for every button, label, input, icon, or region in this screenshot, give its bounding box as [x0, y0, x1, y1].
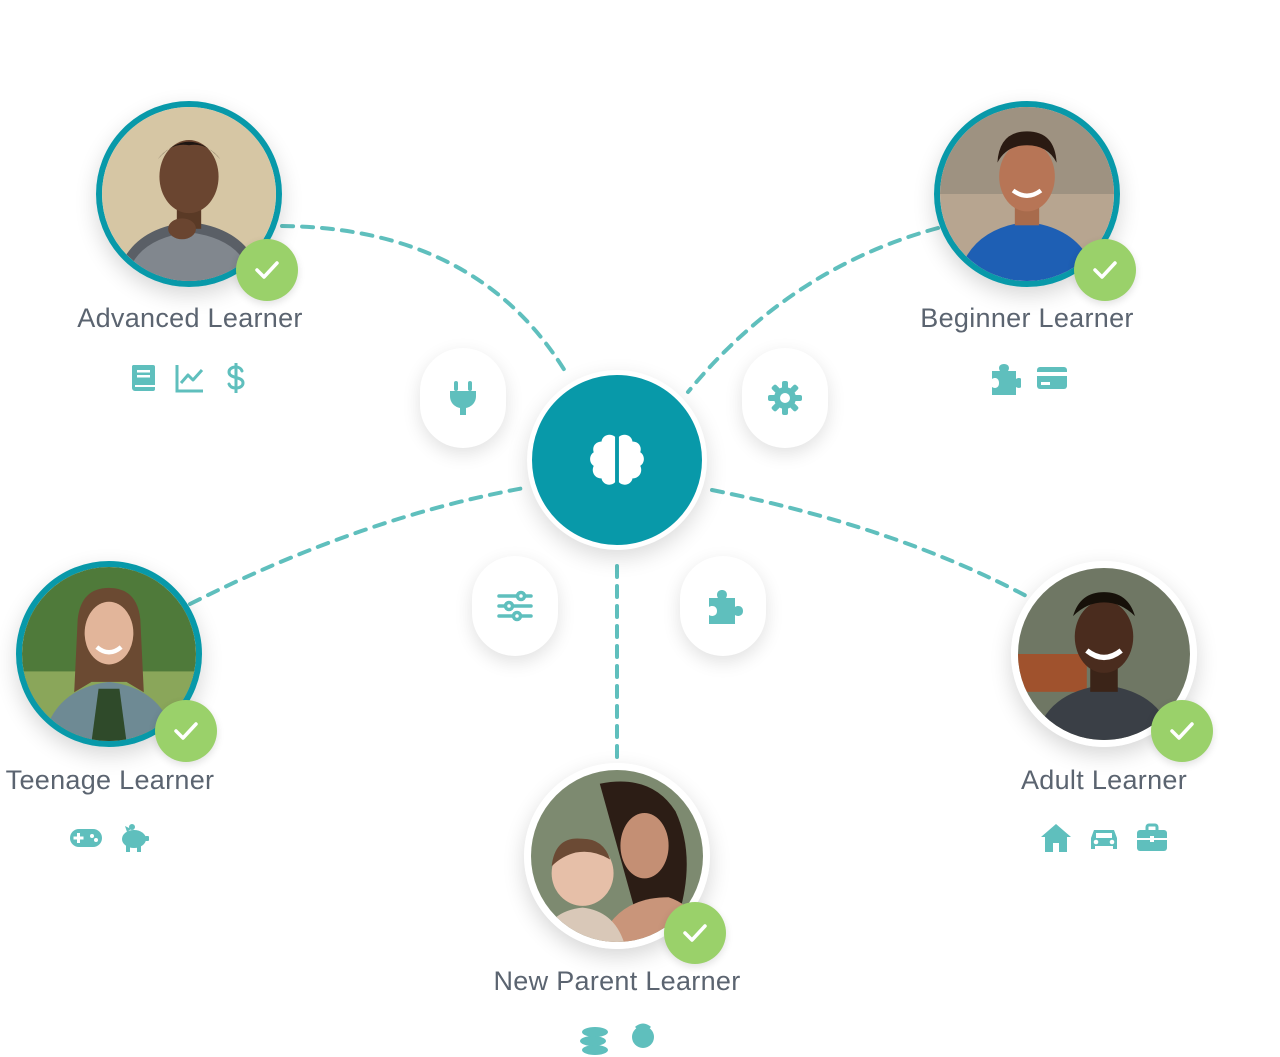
- checkmark-icon: [255, 261, 279, 279]
- connector-advanced: [280, 224, 570, 378]
- sliders-icon: [497, 590, 533, 622]
- baby-icon: [625, 1021, 661, 1057]
- learner-name-advanced: Advanced Learner: [77, 303, 303, 333]
- interest-icons-newparent: [574, 1021, 664, 1057]
- briefcase-icon: [1134, 820, 1170, 856]
- tool-gear-button[interactable]: [742, 348, 828, 448]
- book-icon: [127, 360, 161, 396]
- learner-name-teenage: Teenage Learner: [5, 765, 215, 795]
- verified-badge-newparent: [664, 902, 726, 964]
- puzzle-icon: [986, 360, 1022, 396]
- tool-sliders-button[interactable]: [472, 556, 558, 656]
- coins-icon: [577, 1021, 613, 1057]
- dollar-icon: [219, 360, 253, 396]
- verified-badge-adult: [1151, 700, 1213, 762]
- piggy-bank-icon: [116, 820, 152, 856]
- brain-icon: [590, 434, 644, 485]
- central-hub[interactable]: [527, 370, 707, 550]
- checkmark-icon: [1093, 261, 1117, 279]
- verified-badge-advanced: [236, 239, 298, 301]
- verified-badge-teenage: [155, 700, 217, 762]
- home-icon: [1038, 820, 1074, 856]
- gear-icon: [768, 381, 802, 415]
- learner-name-beginner: Beginner Learner: [920, 303, 1134, 333]
- verified-badge-beginner: [1074, 239, 1136, 301]
- tool-plug-button[interactable]: [420, 348, 506, 448]
- learner-name-newparent: New Parent Learner: [493, 966, 741, 996]
- gamepad-icon: [68, 820, 104, 856]
- learner-name-adult: Adult Learner: [1020, 765, 1187, 795]
- puzzle-icon: [709, 590, 743, 624]
- interest-icons-adult: [1034, 820, 1174, 856]
- avatar-photo: [102, 107, 276, 281]
- interest-icons-advanced: [130, 360, 250, 396]
- tool-puzzle-button[interactable]: [680, 556, 766, 656]
- avatar-advanced-learner[interactable]: [96, 101, 282, 287]
- avatar-adult-learner[interactable]: [1011, 561, 1197, 747]
- checkmark-icon: [683, 924, 707, 942]
- interest-icons-teenage: [60, 820, 160, 856]
- checkmark-icon: [1170, 722, 1194, 740]
- interest-icons-beginner: [978, 360, 1078, 396]
- car-icon: [1086, 820, 1122, 856]
- credit-card-icon: [1034, 360, 1070, 396]
- chart-line-icon: [173, 360, 207, 396]
- plug-icon: [450, 381, 476, 415]
- checkmark-icon: [174, 722, 198, 740]
